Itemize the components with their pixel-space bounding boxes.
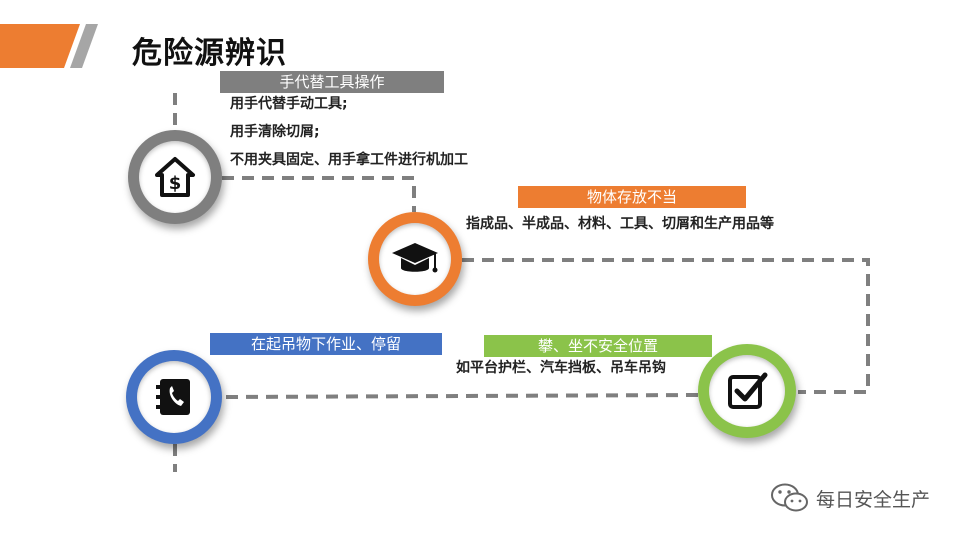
node-unsafe-position [698,344,796,438]
label-improper-storage: 物体存放不当 [518,186,746,208]
detail-line: 用手清除切屑; [230,124,320,140]
wechat-icon [770,483,808,512]
label-hand-operation: 手代替工具操作 [220,71,444,93]
node-improper-storage [368,212,462,306]
detail-line: 不用夹具固定、用手拿工件进行机加工 [230,152,468,168]
detail-line: 用手代替手动工具; [230,96,348,112]
checkbox-icon [728,372,768,409]
page-title: 危险源辨识 [132,36,287,71]
svg-text:$: $ [169,173,182,194]
node-under-lifted-load [126,350,222,444]
details-improper-storage: 指成品、半成品、材料、工具、切屑和生产用品等 [466,210,774,238]
label-unsafe-position: 攀、坐不安全位置 [484,335,712,357]
label-under-lifted-load: 在起吊物下作业、停留 [210,333,442,355]
header-accent [0,24,98,68]
details-hand-operation: 用手代替手动工具; 用手清除切屑; 不用夹具固定、用手拿工件进行机加工 [230,90,468,174]
house-dollar-icon: $ [155,157,195,197]
phone-book-icon [156,379,190,415]
details-unsafe-position: 如平台护栏、汽车挡板、吊车吊钩 [456,354,666,382]
watermark: 每日安全生产 [770,482,930,514]
graduation-cap-icon [392,243,438,273]
watermark-text: 每日安全生产 [815,488,930,511]
node-hand-operation: $ [128,130,222,224]
detail-line: 如平台护栏、汽车挡板、吊车吊钩 [456,360,666,376]
detail-line: 指成品、半成品、材料、工具、切屑和生产用品等 [466,216,774,232]
